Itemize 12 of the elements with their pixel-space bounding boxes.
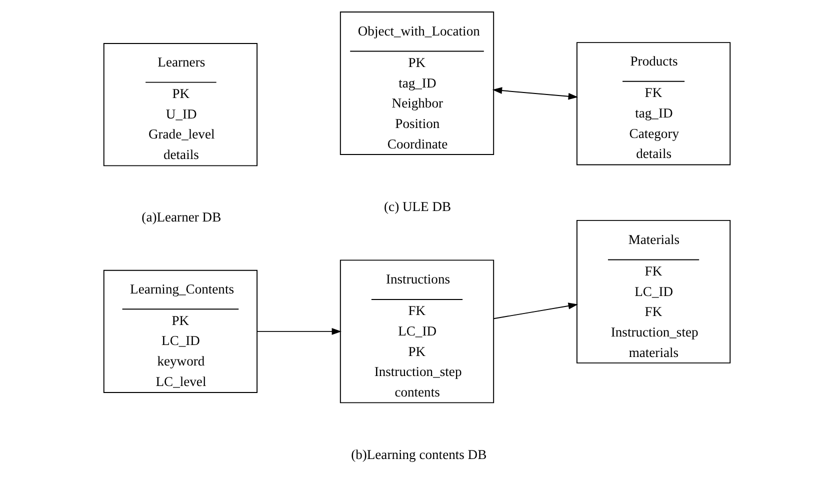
label: (b)Learning contents DB	[350, 447, 486, 462]
arrow	[256, 328, 342, 335]
label: (c) ULE DB	[384, 198, 451, 214]
node-box: Instructions FK LC_ID PK Instruction_step contents	[339, 260, 494, 404]
node-box: Object_with_Location PK tag_ID Neighbor Position Coordinate	[339, 12, 494, 156]
arrow	[492, 87, 578, 100]
node-box: Learners PK U_ID Grade_level details	[102, 43, 258, 166]
label: (a)Learner DB	[141, 210, 221, 225]
node-box: Learning_Contents PK LC_ID keyword LC_level	[102, 270, 258, 393]
node-box: Products FK tag_ID Category details	[576, 42, 730, 166]
node-box: Materials FK LC_ID FK Instruction_step materials	[576, 220, 730, 364]
arrow	[492, 302, 578, 320]
